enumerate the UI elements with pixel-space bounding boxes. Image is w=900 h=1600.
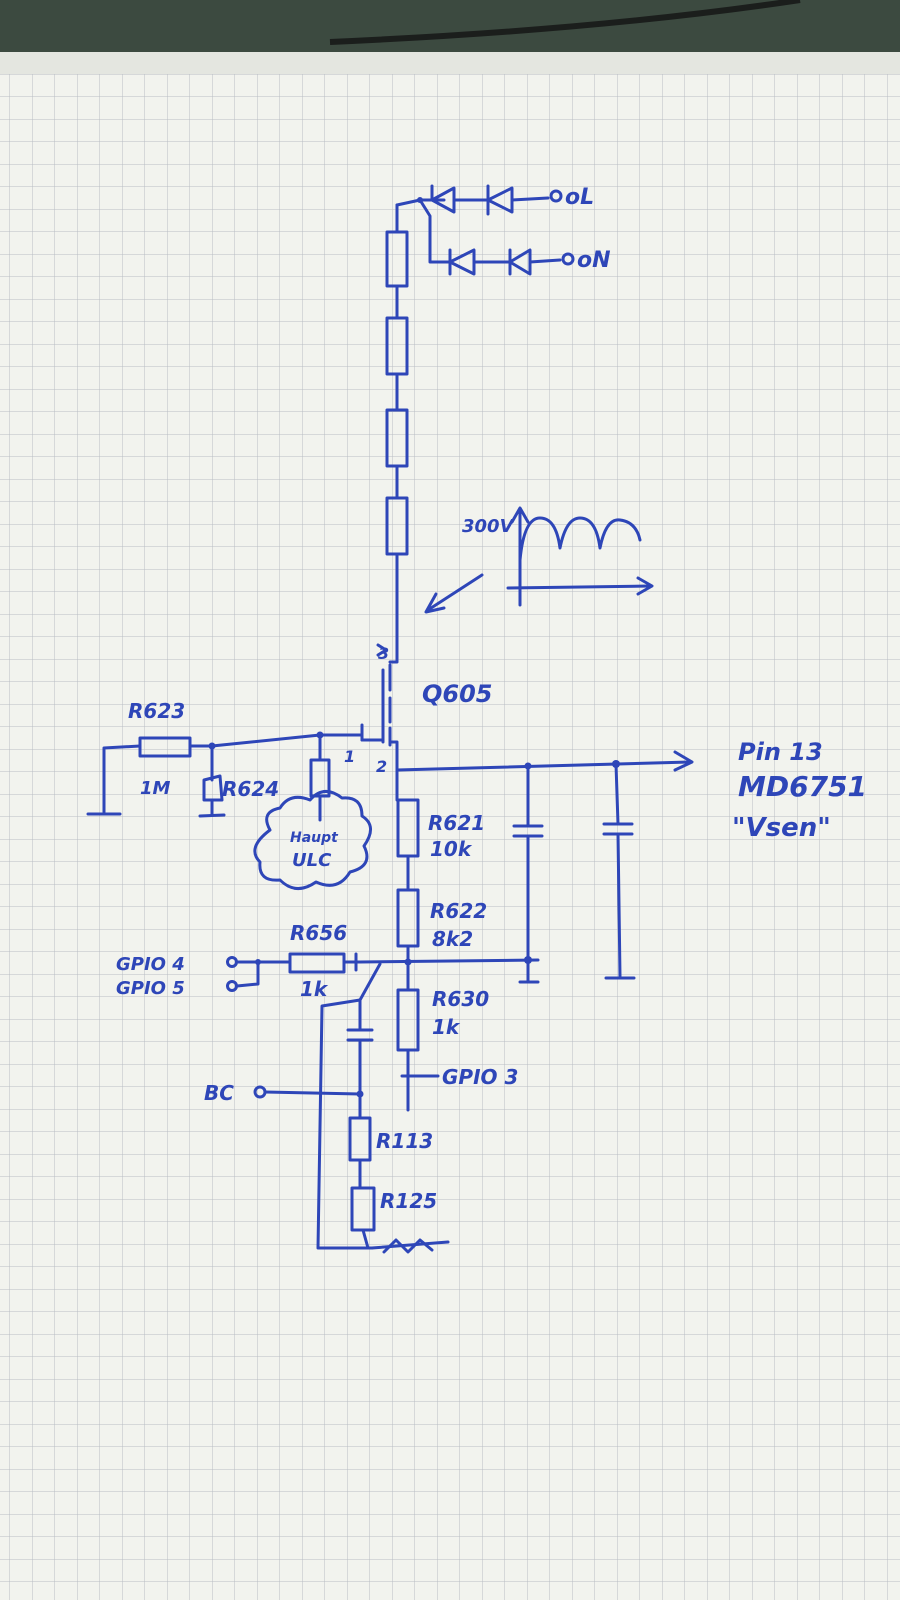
output-chip-label: MD6751 — [738, 770, 867, 803]
r622-value-label: 8k2 — [432, 927, 473, 951]
r125-name-label: R125 — [380, 1189, 437, 1213]
r656-name-label: R656 — [290, 921, 347, 945]
gate-network — [86, 731, 364, 822]
cloud-shape — [253, 790, 372, 890]
gpio3-label: GPIO 3 — [442, 1065, 518, 1089]
output-rail — [395, 750, 694, 980]
gpio-network — [226, 952, 440, 1250]
r630-value-label: 1k — [432, 1015, 461, 1039]
paper-grid — [0, 74, 900, 1600]
r624-name-label: R624 — [222, 777, 279, 801]
cloud-line2-label: ULC — [292, 850, 332, 871]
waveform-sketch — [424, 506, 654, 614]
gpio4-label: GPIO 4 — [116, 954, 185, 975]
pin-2-label: 2 — [376, 757, 387, 776]
hv-diode-network — [395, 184, 575, 276]
pin-3-label: 3 — [378, 644, 389, 663]
top-diode-terminal-label: oL — [565, 185, 594, 210]
pin-1-label: 1 — [344, 747, 355, 766]
cloud-line1-label: Haupt — [290, 830, 339, 846]
r623-value-label: 1M — [140, 778, 171, 799]
desk-background — [0, 0, 900, 60]
bc-label: BC — [204, 1081, 234, 1105]
waveform-value-label: 300V — [462, 516, 516, 537]
r622-name-label: R622 — [430, 899, 487, 923]
gpio5-label: GPIO 5 — [116, 978, 185, 999]
hv-resistor-string — [385, 230, 409, 642]
output-signal-label: "Vsen" — [732, 813, 831, 843]
r623-name-label: R623 — [128, 699, 185, 723]
divider-chain — [358, 768, 540, 984]
r621-name-label: R621 — [428, 811, 485, 835]
bottom-diode-terminal-label: oN — [577, 248, 611, 273]
r630-name-label: R630 — [432, 987, 489, 1011]
cable — [329, 0, 801, 45]
r621-value-label: 10k — [430, 837, 473, 861]
output-pin-label: Pin 13 — [738, 738, 823, 766]
r656-value-label: 1k — [300, 977, 329, 1001]
q605-label: Q605 — [422, 680, 493, 708]
paper-top-edge — [0, 52, 900, 74]
bc-network — [253, 1085, 450, 1254]
q605-transistor — [360, 638, 399, 772]
r113-name-label: R113 — [376, 1129, 433, 1153]
